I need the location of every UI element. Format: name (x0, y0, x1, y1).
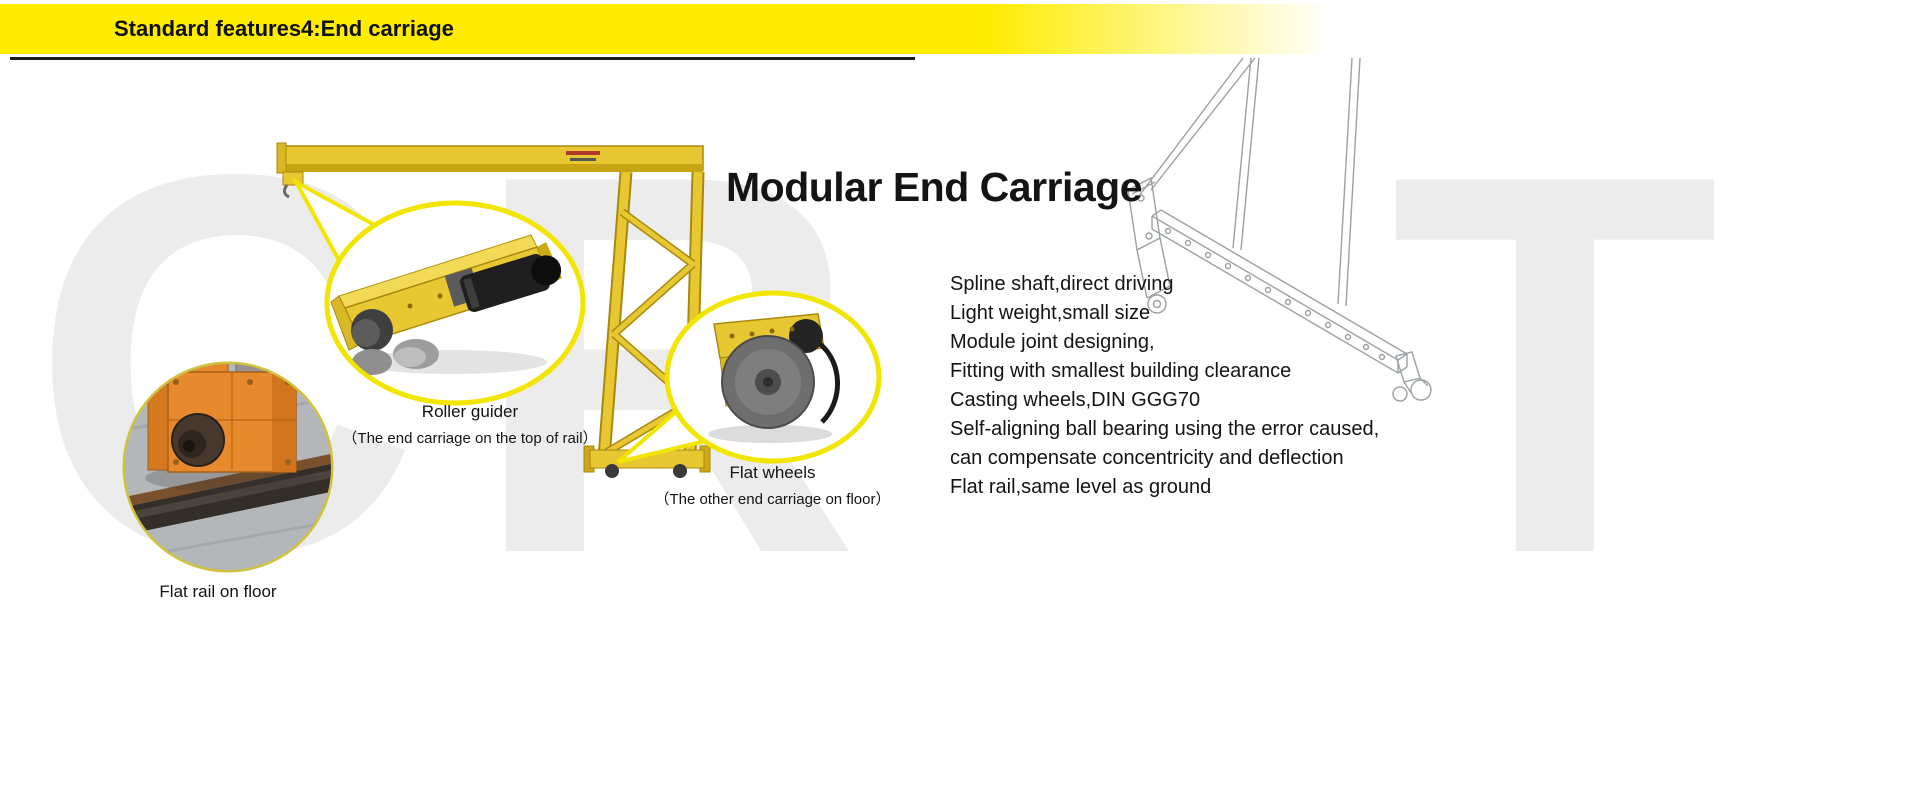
feature-line: Flat rail,same level as ground (950, 476, 1212, 498)
header-bar: Standard features4:End carriage (0, 4, 1330, 54)
feature-line: Fitting with smallest building clearance (950, 360, 1292, 382)
page-header-title: Standard features4:End carriage (114, 16, 454, 41)
technical-drawing (1127, 57, 1432, 402)
flat-rail-caption: Flat rail on floor (159, 582, 277, 601)
roller-guider-callout (290, 176, 586, 406)
feature-line: Module joint designing, (950, 331, 1155, 353)
feature-line: Light weight,small size (950, 302, 1151, 324)
roller-guider-caption: （The end carriage on the top of rail） (342, 430, 598, 447)
flat-rail-photo (122, 361, 334, 573)
flat-wheels-caption: （The other end carriage on floor） (654, 491, 891, 508)
feature-list: Spline shaft,direct driving Light weight… (950, 270, 1379, 502)
main-title: Modular End Carriage (726, 164, 1143, 210)
feature-line: can compensate concentricity and deflect… (950, 447, 1344, 469)
feature-line: Spline shaft,direct driving (950, 273, 1174, 295)
header-underline (10, 57, 915, 60)
flat-wheels-callout (616, 290, 882, 464)
flat-wheel-render (708, 313, 840, 443)
flat-wheels-label: Flat wheels (729, 463, 816, 482)
roller-guider-render (330, 234, 562, 375)
feature-line: Self-aligning ball bearing using the err… (950, 418, 1380, 440)
roller-guider-label: Roller guider (421, 402, 519, 421)
watermark-letter: T (1390, 63, 1720, 666)
feature-line: Casting wheels,DIN GGG70 (950, 389, 1201, 411)
